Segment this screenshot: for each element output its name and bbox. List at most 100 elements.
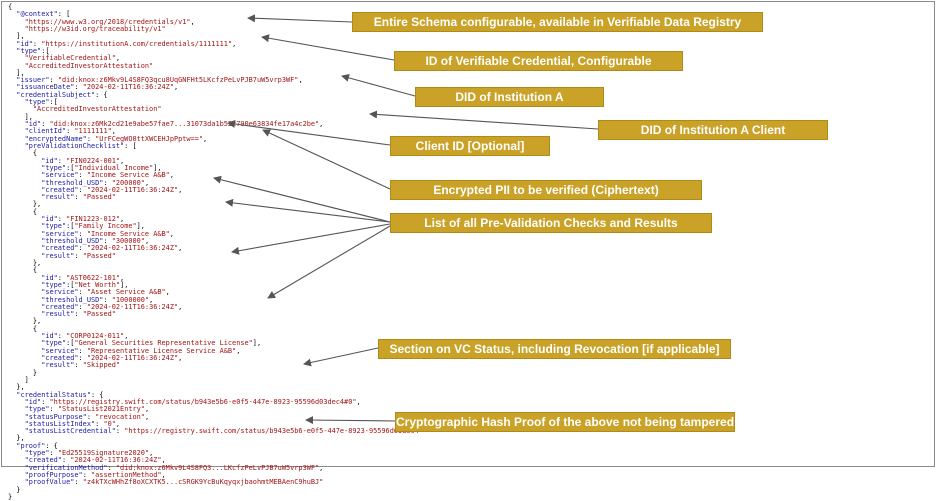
json-punct: ], [252, 339, 262, 348]
code-line: "https://w3id.org/traceability/v1" [8, 24, 423, 33]
code-line: "preValidationChecklist": [ [8, 141, 423, 150]
json-punct: : [41, 120, 50, 128]
json-key: "preValidationChecklist" [8, 141, 125, 150]
callout-vc-id: ID of Verifiable Credential, Configurabl… [394, 51, 683, 71]
arrow-schema [247, 14, 353, 23]
code-line: "proofValue": "z4kTXcWHhZf8oXCXTK5...cSR… [8, 479, 423, 486]
callout-did-institution: DID of Institution A [415, 87, 604, 107]
json-punct: : [32, 39, 42, 48]
json-string: "2024-02-11T16:36:24Z" [86, 354, 179, 362]
code-line: "id": "FIN1223-012", [8, 215, 423, 224]
json-punct: :[ [41, 46, 50, 55]
json-punct: { [8, 266, 38, 275]
document-frame [1, 1, 935, 467]
json-key: "service" [8, 346, 79, 355]
json-punct: , [173, 83, 179, 92]
arrow-checklist-3 [231, 223, 391, 255]
json-punct: : [57, 273, 67, 282]
json-string: "2024-02-11T16:36:24Z" [86, 244, 179, 253]
json-key: "issuer" [8, 76, 50, 85]
json-string: "AccreditedInvestorAttestation" [8, 61, 154, 70]
json-punct: :[ [66, 339, 75, 348]
json-key: "type" [8, 98, 50, 107]
json-string: "VerifiableCredential" [8, 54, 116, 63]
json-punct: ], [136, 222, 145, 231]
json-string: "https://registry.swift.com/status/b943e… [124, 427, 423, 436]
code-line: }, [8, 201, 423, 208]
json-string: "300000" [111, 237, 145, 245]
code-line: "VerifiableCredential", [8, 55, 423, 62]
json-punct: : { [95, 90, 108, 99]
json-punct: }, [8, 258, 42, 267]
code-line: }, [8, 384, 423, 391]
code-line: } [8, 486, 423, 494]
code-line: { [8, 150, 423, 157]
json-punct: , [236, 346, 241, 355]
code-line: "result": "Passed" [8, 252, 423, 260]
code-line: "created": "2024-02-11T16:36:24Z", [8, 302, 423, 311]
json-string: "2024-02-11T16:36:24Z" [70, 456, 162, 465]
json-punct: , [120, 273, 125, 282]
arrow-status [303, 347, 379, 367]
code-line: "id": "did:knox:z6Mk2cd21e9abe57fae7...3… [8, 120, 423, 128]
json-string: "0" [103, 419, 116, 428]
code-line: "credentialStatus": { [8, 391, 423, 399]
code-line: "service": "Income Service A&B", [8, 172, 423, 179]
code-line: }, [8, 258, 423, 267]
json-string: "https://w3id.org/traceability/v1" [8, 24, 166, 33]
json-punct: { [8, 207, 38, 216]
json-punct: :[ [66, 222, 75, 231]
json-key: "created" [8, 185, 79, 194]
code-line: ], [8, 69, 423, 77]
json-string: "Income Service A&B" [86, 229, 170, 238]
json-punct: :[ [66, 163, 75, 172]
json-key: "id" [8, 273, 58, 282]
arrow-vc-id [261, 34, 395, 61]
json-punct: ], [8, 112, 33, 121]
json-punct: , [169, 171, 174, 180]
json-punct: : [74, 478, 83, 487]
code-line: { [8, 324, 423, 333]
json-punct: , [165, 288, 170, 297]
code-line: }, [8, 435, 423, 442]
code-line: "proof": { [8, 442, 423, 450]
code-line: "service": "Representative License Servi… [8, 346, 423, 355]
json-key: "type" [8, 222, 67, 231]
json-string: "2024-02-11T16:36:24Z" [82, 83, 174, 92]
json-punct: { [8, 3, 13, 11]
callout-did-client: DID of Institution A Client [598, 120, 828, 140]
json-key: "id" [8, 332, 58, 341]
json-punct: : [86, 134, 96, 143]
json-punct: , [178, 302, 183, 311]
callout-arrows [213, 14, 599, 425]
json-string: "2024-02-11T16:36:24Z" [86, 302, 179, 311]
json-key: "id" [8, 39, 33, 48]
json-punct: , [124, 332, 129, 341]
json-punct: , [161, 456, 166, 465]
json-key: "type" [8, 163, 67, 172]
json-punct: : [86, 412, 96, 421]
arrow-did-institution [341, 73, 416, 97]
json-punct: } [8, 368, 38, 377]
code-line: "type":["General Securities Representati… [8, 340, 423, 347]
json-punct: : [57, 332, 67, 341]
json-punct: { [8, 324, 38, 333]
json-punct: }, [8, 317, 42, 326]
json-punct: : [74, 310, 83, 319]
code-line: "result": "Passed" [8, 193, 423, 201]
json-punct: : [74, 83, 83, 92]
code-line: "threshold_USD": "200000", [8, 179, 423, 187]
json-punct: : [57, 215, 67, 224]
json-punct: : [78, 185, 87, 194]
code-line: { [8, 3, 423, 11]
json-punct: : [49, 449, 58, 458]
json-string: "Income Service A&B" [86, 171, 170, 180]
json-punct: : [49, 76, 58, 85]
json-punct: : [78, 354, 87, 362]
json-string: "https://institutionA.com/credentials/11… [41, 39, 233, 48]
json-string: "1111111" [74, 127, 112, 136]
code-line: "type":[ [8, 46, 423, 55]
json-punct: : [103, 237, 112, 245]
json-punct: : [74, 361, 83, 370]
json-key: "credentialSubject" [8, 90, 96, 99]
